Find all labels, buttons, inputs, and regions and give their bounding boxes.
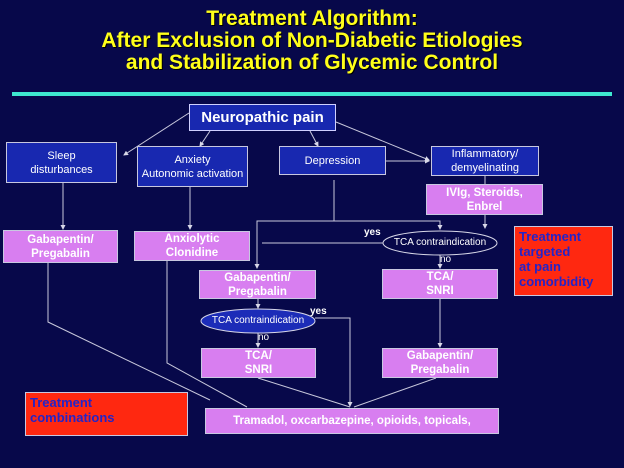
edge-root-sleep (123, 112, 190, 156)
edge-tcamid-combo (257, 377, 351, 408)
title-underline (12, 92, 612, 96)
callout-targeted-treatment: Treatment targeted at pain comorbidity (514, 226, 613, 296)
edge-root-depression (309, 130, 319, 147)
node-combination-therapy: Tramadol, oxcarbazepine, opioids, topica… (205, 408, 499, 434)
upper-yes-label: yes (364, 227, 381, 238)
decision-lower-label: TCA contraindication (211, 315, 305, 326)
decision-oval-lower (200, 308, 316, 334)
node-anxiolytic-clonidine: Anxiolytic Clonidine (134, 231, 250, 261)
node-anxiety: Anxiety Autonomic activation (137, 146, 248, 187)
edge-anxiolytic-combo (166, 261, 248, 408)
node-ivig-steroids: IVIg, Steroids, Enbrel (426, 184, 543, 215)
node-sleep-disturbances: Sleep disturbances (6, 142, 117, 183)
lower-yes-label: yes (310, 306, 327, 317)
node-depression: Depression (279, 146, 386, 175)
edge-gabaleft-combo (47, 263, 211, 401)
callout-treatment-combinations: Treatment combinations (25, 392, 188, 436)
decision-oval-upper (382, 230, 498, 256)
node-gabapentin-right: Gabapentin/ Pregabalin (382, 348, 498, 378)
node-neuropathic-pain: Neuropathic pain (189, 104, 336, 131)
title-line-1: Treatment Algorithm: (206, 7, 418, 30)
edge-root-anxiety (199, 130, 211, 147)
edge-root-inflammatory (335, 121, 430, 161)
upper-no-label: no (440, 254, 452, 265)
decision-upper-label: TCA contraindication (393, 237, 487, 248)
node-tca-snri-right: TCA/ SNRI (382, 269, 498, 299)
node-gabapentin-left: Gabapentin/ Pregabalin (3, 230, 118, 263)
title-line-2: After Exclusion of Non-Diabetic Etiologi… (101, 29, 523, 52)
edge-depression-branch (254, 180, 335, 269)
edge-gabaright-combo (353, 377, 437, 408)
edge-lower-yes (315, 317, 353, 407)
title-line-3: and Stabilization of Glycemic Control (125, 51, 499, 74)
node-gabapentin-mid: Gabapentin/ Pregabalin (199, 270, 316, 299)
slide-title: Treatment Algorithm: After Exclusion of … (0, 8, 624, 74)
lower-no-label: no (258, 332, 270, 343)
node-tca-snri-mid: TCA/ SNRI (201, 348, 316, 378)
edge-depression-oval (334, 220, 443, 230)
node-inflammatory: Inflammatory/ demyelinating (431, 146, 539, 176)
